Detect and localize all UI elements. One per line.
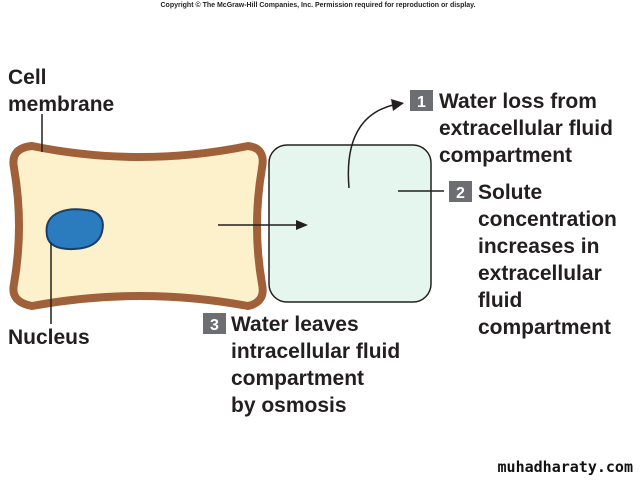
step-3-text-line: by osmosis: [231, 394, 347, 417]
step-2-text-line: compartment: [478, 316, 611, 339]
step-3-text-line: intracellular fluid: [231, 340, 400, 363]
step-1-number: 1: [417, 94, 426, 111]
step-2-text: Solute concentration increases in extrac…: [478, 181, 623, 339]
step-2-number: 2: [456, 185, 465, 202]
step-1-badge: [410, 90, 433, 111]
cell-shape: [9, 142, 267, 310]
step-2-text-line: Solute: [478, 181, 542, 204]
step-2-text-line: increases in: [478, 235, 599, 258]
watermark: muhadharaty.com: [498, 458, 633, 476]
step-1-text-line: compartment: [439, 144, 572, 167]
step-2-badge: [449, 181, 472, 202]
cell-membrane-label-line-2: membrane: [8, 93, 114, 116]
step-3-text: Water leaves intracellular fluid compart…: [231, 313, 406, 417]
step-3-text-line: Water leaves: [231, 313, 359, 336]
step-3: 3 Water leaves intracellular fluid compa…: [203, 313, 406, 417]
step-1-text: Water loss from extracellular fluid comp…: [439, 90, 619, 167]
step-2-text-line: extracellular: [478, 262, 602, 285]
nucleus: [45, 208, 104, 251]
cell-membrane-label: Cell membrane: [8, 66, 114, 116]
step-1-text-line: Water loss from: [439, 90, 597, 113]
step-2-text-line: concentration: [478, 208, 617, 231]
extracellular-fluid-compartment: [268, 144, 432, 303]
step-3-badge: [203, 313, 226, 334]
water-movement-arrow: [218, 220, 308, 230]
nucleus-label: Nucleus: [8, 326, 90, 349]
step-2-text-line: fluid: [478, 289, 522, 312]
cell-membrane-label-line-1: Cell: [8, 66, 47, 89]
step-3-text-line: compartment: [231, 367, 364, 390]
water-loss-arrow: [347, 99, 404, 189]
step-2: 2 Solute concentration increases in extr…: [449, 181, 623, 339]
step-1-text-line: extracellular fluid: [439, 117, 613, 140]
copyright-notice: Copyright © The McGraw-Hill Companies, I…: [160, 1, 475, 9]
step-1: 1 Water loss from extracellular fluid co…: [410, 90, 619, 167]
step-3-number: 3: [210, 317, 219, 334]
